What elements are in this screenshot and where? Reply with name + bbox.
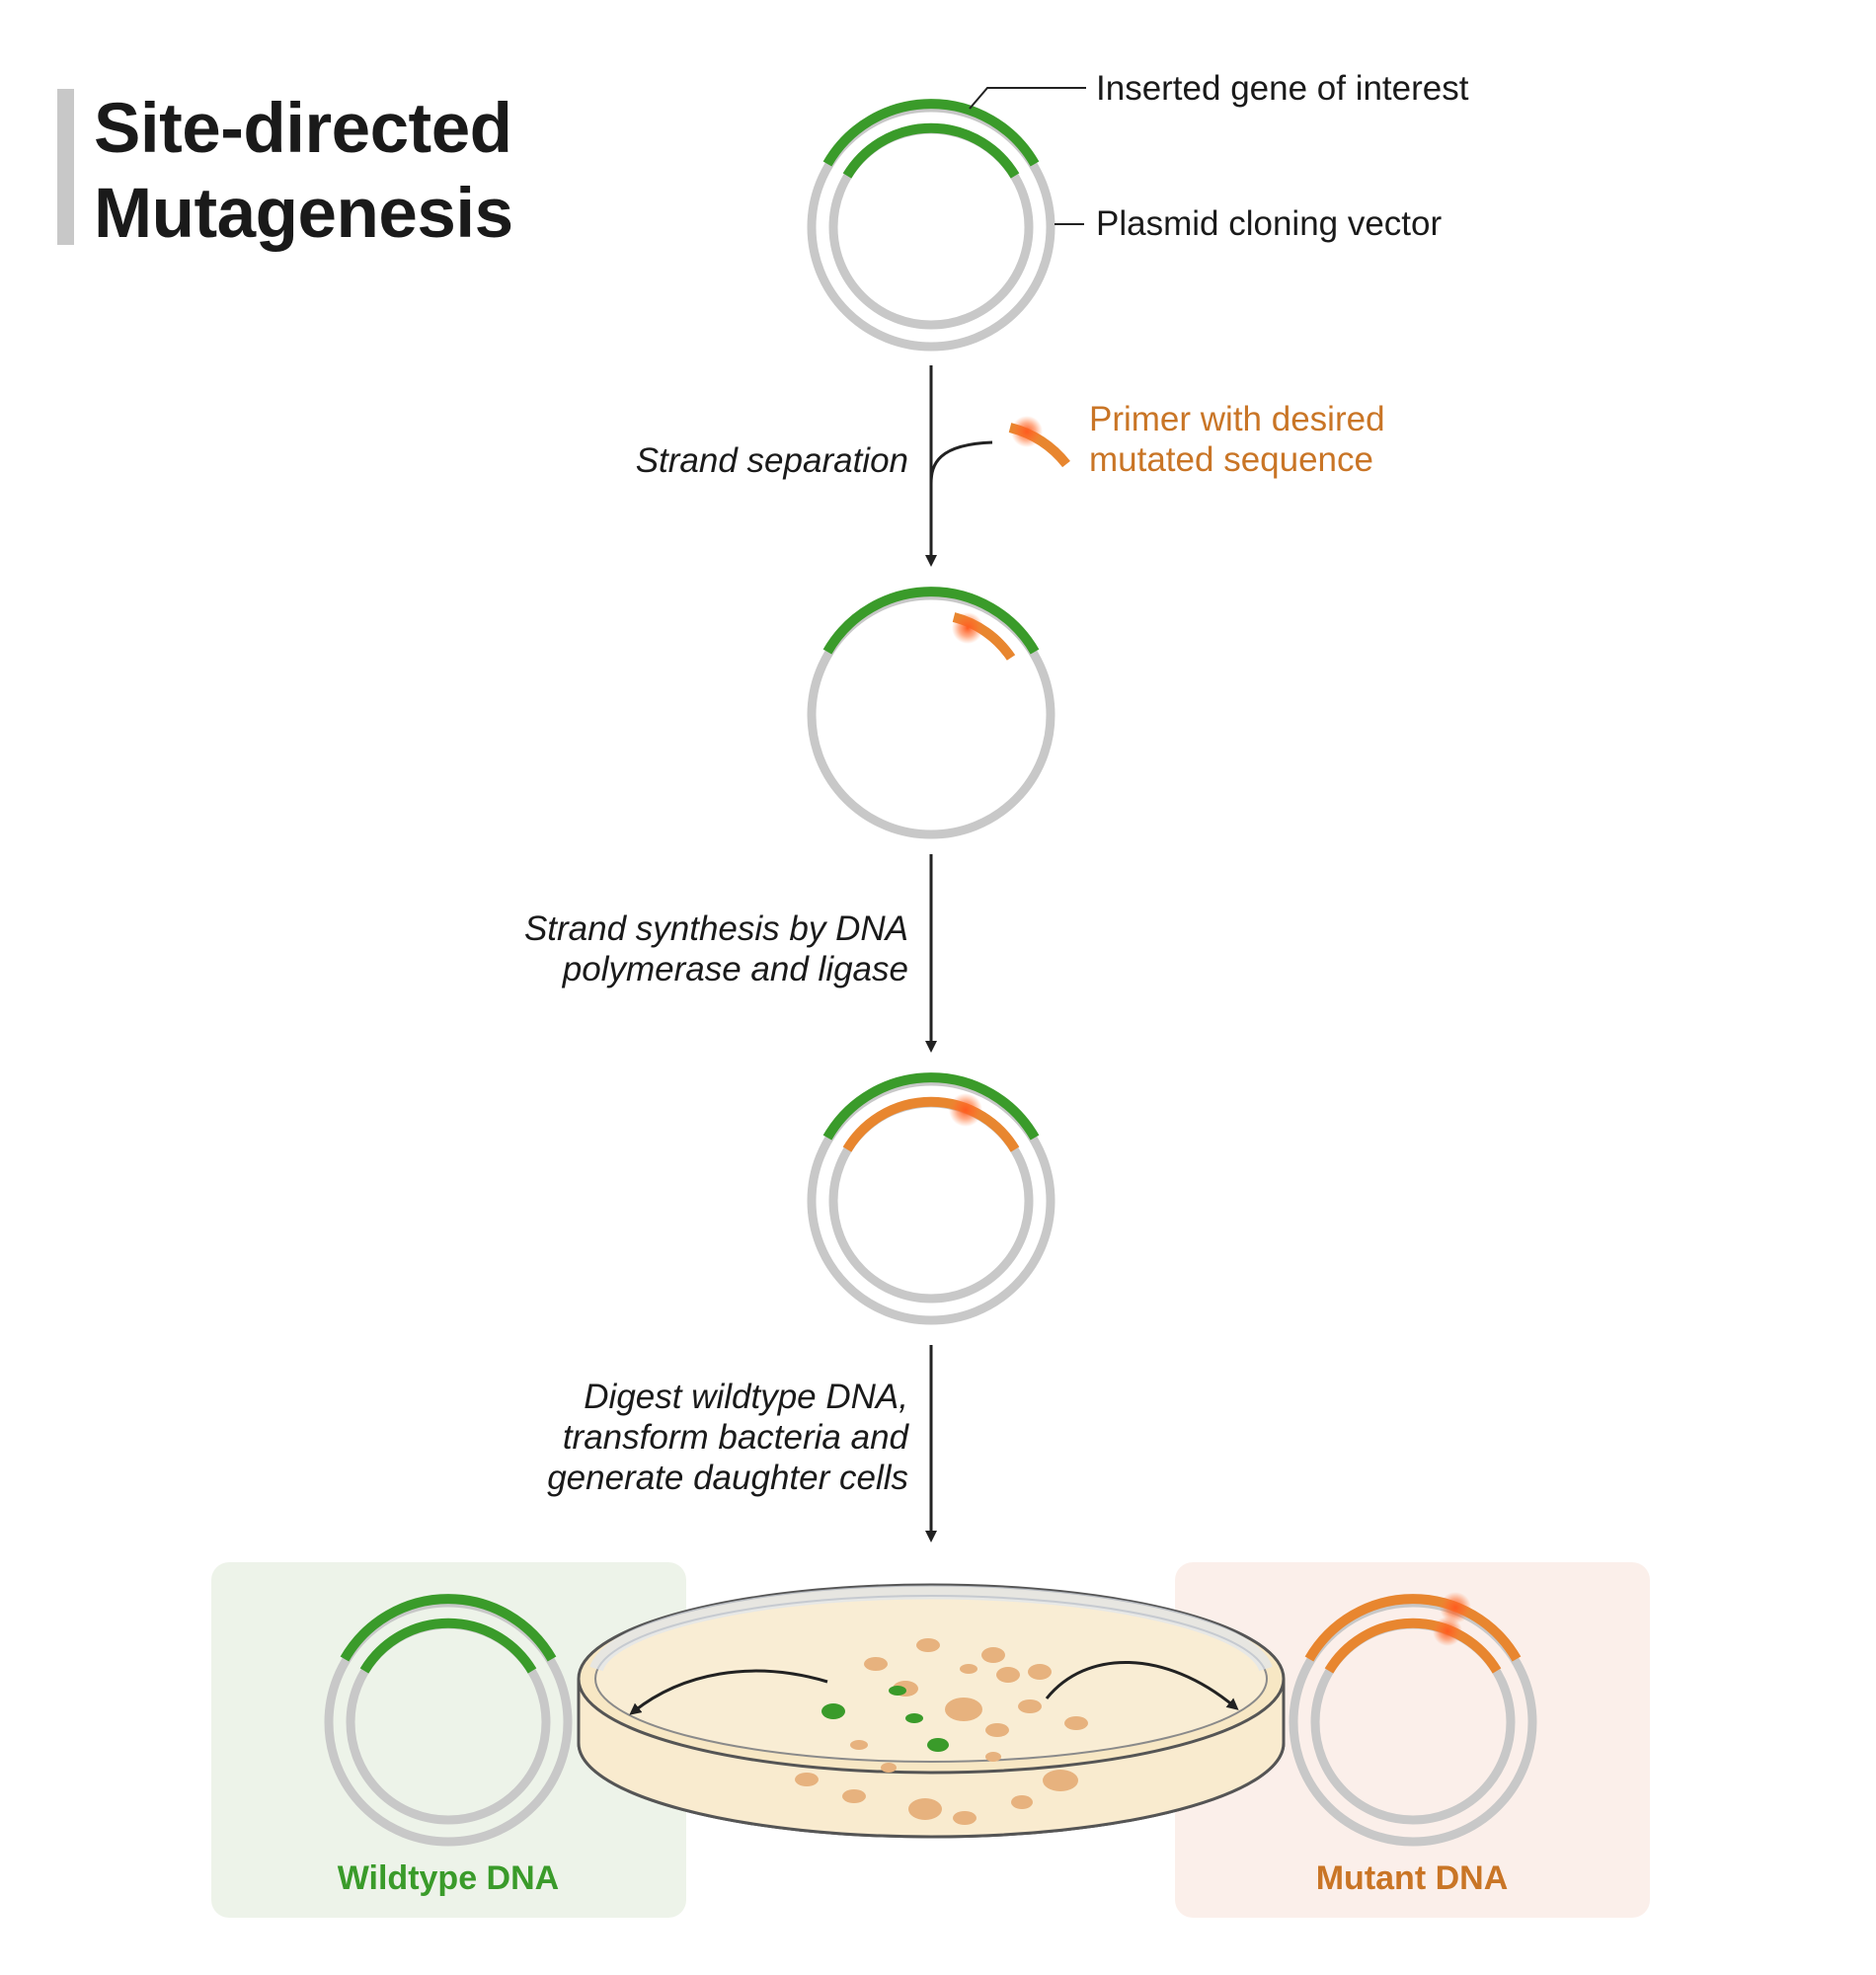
arrow-to-mutant [1045,1661,1239,1710]
step-3-line-2: transform bacteria and [562,1418,908,1457]
step-2-line-1: Strand synthesis by DNA [523,909,908,948]
page-title: Site-directed Mutagenesis [94,87,513,257]
plasmid-label: Plasmid cloning vector [1096,204,1443,243]
step-3-line-3: generate daughter cells [547,1459,908,1497]
step-1-label: Strand separation [635,441,908,480]
step-2-label: Strand synthesis by DNA polymerase and l… [524,908,908,989]
wildtype-label: Wildtype DNA [337,1859,560,1897]
plasmid-mutant [1289,1592,1537,1847]
plasmid-original [807,99,1055,352]
arrow-to-wildtype [629,1669,828,1715]
title-line-2: Mutagenesis [94,175,513,253]
gene-label: Inserted gene of interest [1096,69,1469,108]
step-2-line-2: polymerase and ligase [562,950,908,988]
petri-dish [577,1583,1286,1839]
step-3-line-1: Digest wildtype DNA, [584,1378,908,1416]
step-3-label: Digest wildtype DNA, transform bacteria … [547,1377,908,1498]
primer-label-line-2: mutated sequence [1089,440,1373,479]
plasmid-single-strand [807,587,1055,839]
primer-label-line-1: Primer with desired [1089,400,1385,438]
title-accent-bar [57,89,74,245]
primer-label: Primer with desired mutated sequence [1089,399,1385,480]
gene-leader-line [969,87,1086,110]
primer-join-line [929,440,993,485]
title-line-1: Site-directed [94,90,512,168]
free-primer [1008,416,1070,468]
plasmid-heteroduplex [807,1072,1055,1325]
plasmid-wildtype [324,1594,573,1847]
mutant-label: Mutant DNA [1315,1859,1509,1897]
